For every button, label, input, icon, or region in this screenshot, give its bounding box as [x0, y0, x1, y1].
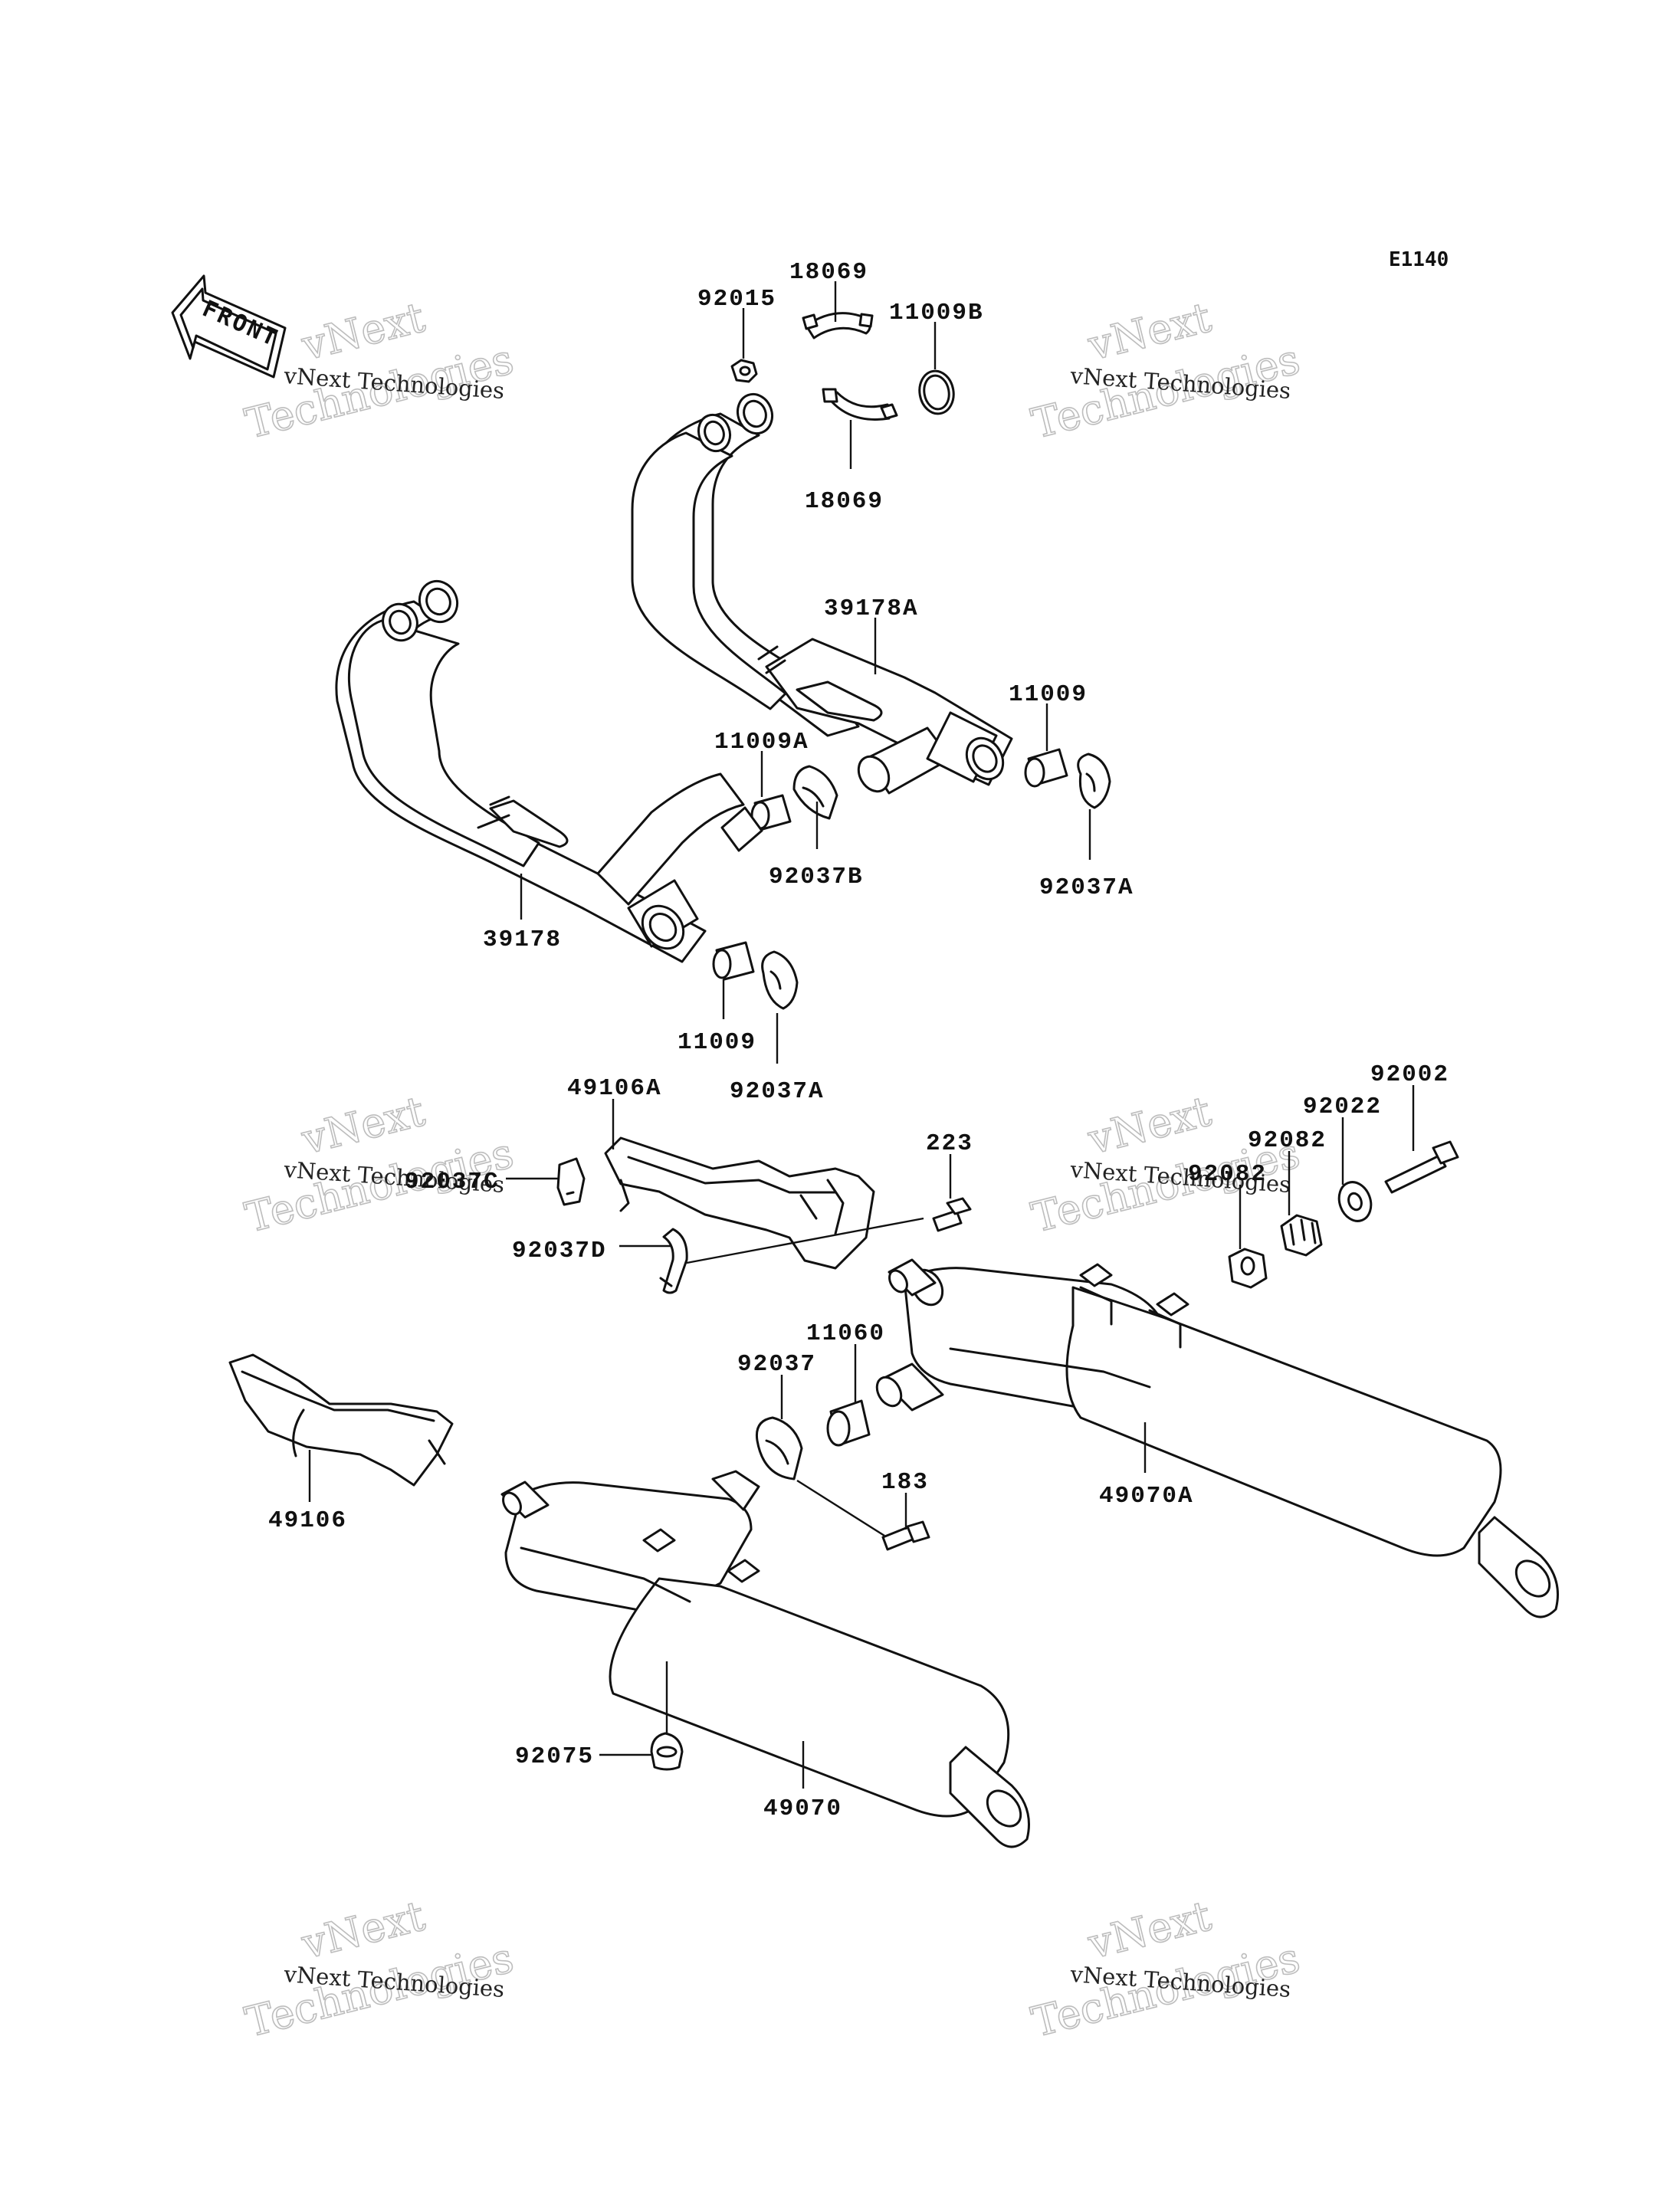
part-label-39178: 39178	[483, 926, 562, 953]
part-label-11009: 11009	[1009, 681, 1088, 708]
front-arrow-icon: FRONT	[171, 274, 287, 379]
part-label-92037a: 92037A	[730, 1078, 825, 1105]
gasket-ring-11009B	[918, 369, 955, 415]
bracket-92037D	[659, 1228, 688, 1294]
diagram-code: E1140	[1389, 248, 1449, 271]
part-label-92082: 92082	[1248, 1127, 1327, 1154]
part-label-92037a: 92037A	[1039, 874, 1134, 901]
bolt-92002	[1384, 1140, 1459, 1194]
part-label-92002: 92002	[1370, 1061, 1449, 1088]
part-label-92037: 92037	[737, 1351, 816, 1378]
clamp-92037B	[792, 765, 838, 820]
damper-92082-a	[1280, 1214, 1323, 1257]
bolt-223	[932, 1197, 972, 1232]
part-label-92075: 92075	[515, 1743, 594, 1770]
gasket-11060	[826, 1399, 871, 1447]
part-label-183: 183	[881, 1469, 929, 1496]
part-label-223: 223	[926, 1130, 973, 1157]
gasket-11009-upper	[1024, 748, 1068, 788]
exhaust-pipe-39178A	[631, 392, 1013, 795]
part-label-49106a: 49106A	[567, 1075, 662, 1102]
clamp-18069-top	[802, 312, 874, 339]
part-label-11009a: 11009A	[714, 729, 809, 756]
nut-92015	[730, 359, 758, 383]
muffler-49070A	[875, 1258, 1559, 1618]
part-labels: 92015 18069 11009B 18069 39178A 11009 11009A 92…	[268, 259, 1449, 1822]
part-label-39178a: 39178A	[824, 595, 919, 622]
part-label-18069: 18069	[789, 259, 868, 286]
part-label-49070a: 49070A	[1099, 1483, 1194, 1510]
heat-shield-49106A	[604, 1136, 875, 1270]
clamp-18069-bottom	[822, 388, 898, 421]
part-label-92015: 92015	[697, 286, 776, 313]
grommet-92075	[650, 1732, 684, 1771]
part-label-92082: 92082	[1188, 1161, 1267, 1188]
bolt-183	[881, 1520, 930, 1551]
clamp-92037	[755, 1416, 803, 1481]
part-label-18069: 18069	[805, 488, 884, 515]
part-label-92037b: 92037B	[769, 864, 864, 890]
gasket-11009A	[750, 794, 792, 831]
bracket-92037C	[556, 1157, 586, 1206]
clamp-92037A-upper	[1077, 753, 1111, 809]
clamp-92037A-lower	[761, 950, 799, 1010]
part-label-11009b: 11009B	[889, 300, 984, 326]
gasket-11009-lower	[712, 941, 755, 981]
washer-92022	[1337, 1181, 1373, 1222]
part-label-92037c: 92037C	[405, 1169, 500, 1195]
part-label-49070: 49070	[763, 1795, 842, 1822]
exhaust-pipe-39178	[335, 580, 763, 963]
heat-shield-49106	[228, 1353, 454, 1487]
muffler-49070	[500, 1470, 1030, 1848]
part-label-92022: 92022	[1303, 1094, 1382, 1120]
part-label-92037d: 92037D	[512, 1238, 607, 1264]
leader-lines	[308, 281, 1415, 1789]
part-label-11060: 11060	[806, 1320, 885, 1347]
part-label-49106: 49106	[268, 1507, 347, 1534]
damper-92082-b	[1228, 1248, 1268, 1289]
part-label-11009: 11009	[678, 1029, 756, 1056]
